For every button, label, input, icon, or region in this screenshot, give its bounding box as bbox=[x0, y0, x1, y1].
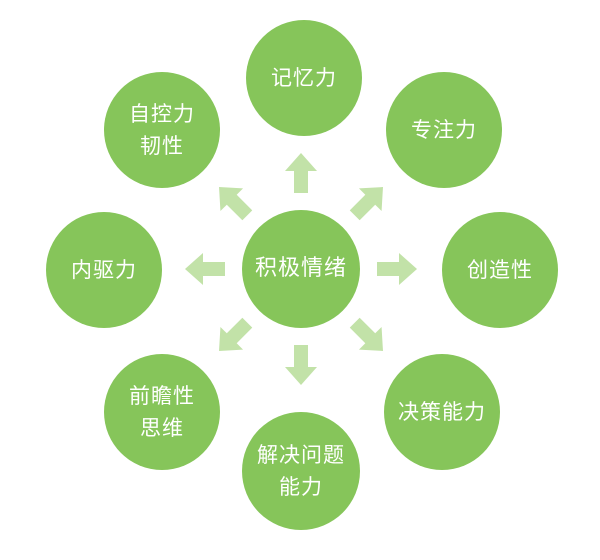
node-self-control: 自控力 韧性 bbox=[104, 72, 220, 188]
node-decision-label: 决策能力 bbox=[398, 400, 486, 424]
arrow-left-icon bbox=[185, 253, 225, 285]
node-focus-label: 专注力 bbox=[411, 118, 477, 142]
arrow-right-icon bbox=[377, 253, 417, 285]
arrow-up-icon bbox=[285, 153, 317, 193]
node-creativity: 创造性 bbox=[442, 212, 558, 328]
arrow-up-left-icon bbox=[219, 187, 253, 221]
node-memory: 记忆力 bbox=[246, 20, 362, 136]
node-focus: 专注力 bbox=[386, 72, 502, 188]
node-problem-solving-label: 解决问题 能力 bbox=[257, 443, 345, 499]
node-decision: 决策能力 bbox=[384, 354, 500, 470]
arrow-down-icon bbox=[285, 345, 317, 385]
node-foresight-label: 前瞻性 思维 bbox=[129, 384, 195, 440]
node-memory-label: 记忆力 bbox=[271, 66, 337, 90]
node-foresight: 前瞻性 思维 bbox=[104, 354, 220, 470]
arrow-up-right-icon bbox=[349, 187, 383, 221]
node-creativity-label: 创造性 bbox=[467, 258, 533, 282]
node-self-control-label: 自控力 韧性 bbox=[129, 102, 195, 158]
center-node-label: 积极情绪 bbox=[254, 256, 347, 281]
node-drive: 内驱力 bbox=[46, 212, 162, 328]
node-drive-label: 内驱力 bbox=[71, 258, 137, 282]
arrow-down-left-icon bbox=[219, 317, 253, 351]
center-node: 积极情绪 bbox=[242, 210, 360, 328]
node-problem-solving: 解决问题 能力 bbox=[242, 412, 360, 530]
arrow-down-right-icon bbox=[349, 317, 383, 351]
